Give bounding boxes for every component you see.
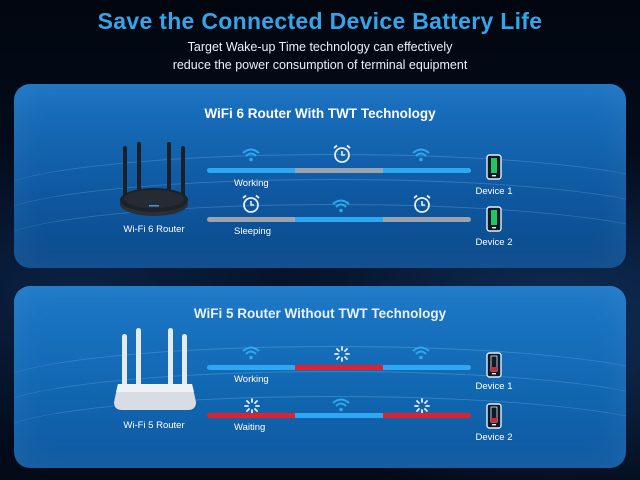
sleep-segment bbox=[207, 217, 295, 222]
wifi6-router-label: Wi-Fi 6 Router bbox=[123, 224, 185, 235]
wifi6-row2-timeline bbox=[207, 217, 471, 222]
wifi5-panel: WiFi 5 Router Without TWT Technology Wi-… bbox=[14, 286, 626, 468]
wifi6-row1-timeline bbox=[207, 168, 471, 173]
wifi5-router-label: Wi-Fi 5 Router bbox=[123, 420, 185, 431]
wifi5-row1-label: Working bbox=[234, 374, 269, 385]
wifi-icon bbox=[242, 148, 260, 162]
loading-spinner-icon bbox=[334, 346, 350, 362]
alarm-clock-icon bbox=[413, 194, 431, 213]
decorative-wave bbox=[14, 154, 626, 235]
active-segment bbox=[295, 217, 383, 222]
phone-battery-full-icon bbox=[486, 154, 502, 180]
page-subtitle: Target Wake-up Time technology can effec… bbox=[0, 38, 640, 74]
wifi-icon bbox=[332, 199, 350, 213]
wifi5-panel-title: WiFi 5 Router Without TWT Technology bbox=[193, 306, 447, 321]
phone-battery-low-icon bbox=[486, 352, 502, 378]
wifi6-router-icon bbox=[120, 142, 188, 216]
wifi5-row1-timeline bbox=[207, 365, 471, 370]
wifi-icon bbox=[412, 346, 430, 360]
decorative-wave bbox=[14, 346, 626, 427]
decorative-wave bbox=[14, 371, 626, 452]
page-title: Save the Connected Device Battery Life bbox=[97, 8, 543, 34]
phone-battery-full-icon bbox=[486, 206, 502, 232]
wifi-icon bbox=[242, 346, 260, 360]
wait-segment bbox=[295, 365, 383, 370]
loading-spinner-icon bbox=[244, 398, 260, 414]
decorative-wave bbox=[14, 204, 626, 268]
wifi5-device1-label: Device 1 bbox=[475, 381, 513, 392]
wifi5-router-icon bbox=[114, 328, 196, 410]
wifi6-device2-label: Device 2 bbox=[475, 237, 513, 248]
sleep-segment bbox=[295, 168, 383, 173]
wifi5-row2-label: Waiting bbox=[234, 422, 266, 433]
wifi5-row2-timeline bbox=[207, 413, 471, 418]
sleep-segment bbox=[383, 217, 471, 222]
wifi6-panel: WiFi 6 Router With TWT Technology Wi-Fi … bbox=[14, 84, 626, 268]
active-segment bbox=[207, 365, 295, 370]
active-segment bbox=[383, 365, 471, 370]
active-segment bbox=[383, 168, 471, 173]
wifi-icon bbox=[332, 398, 350, 412]
wait-segment bbox=[383, 413, 471, 418]
wifi6-row2-label: Sleeping bbox=[234, 226, 271, 237]
wifi-icon bbox=[412, 148, 430, 162]
wifi6-device1-label: Device 1 bbox=[475, 186, 513, 197]
active-segment bbox=[207, 168, 295, 173]
loading-spinner-icon bbox=[414, 398, 430, 414]
alarm-clock-icon bbox=[242, 194, 260, 213]
wifi5-device2-label: Device 2 bbox=[475, 432, 513, 443]
wifi6-panel-title: WiFi 6 Router With TWT Technology bbox=[204, 106, 436, 121]
active-segment bbox=[295, 413, 383, 418]
decorative-wave bbox=[14, 179, 626, 260]
alarm-clock-icon bbox=[333, 144, 351, 163]
subtitle-line-1: Target Wake-up Time technology can effec… bbox=[187, 40, 453, 54]
decorative-wave bbox=[14, 396, 626, 468]
wifi6-row1-label: Working bbox=[234, 178, 269, 189]
phone-battery-low-icon bbox=[486, 403, 502, 429]
wait-segment bbox=[207, 413, 295, 418]
subtitle-line-2: reduce the power consumption of terminal… bbox=[172, 58, 468, 72]
